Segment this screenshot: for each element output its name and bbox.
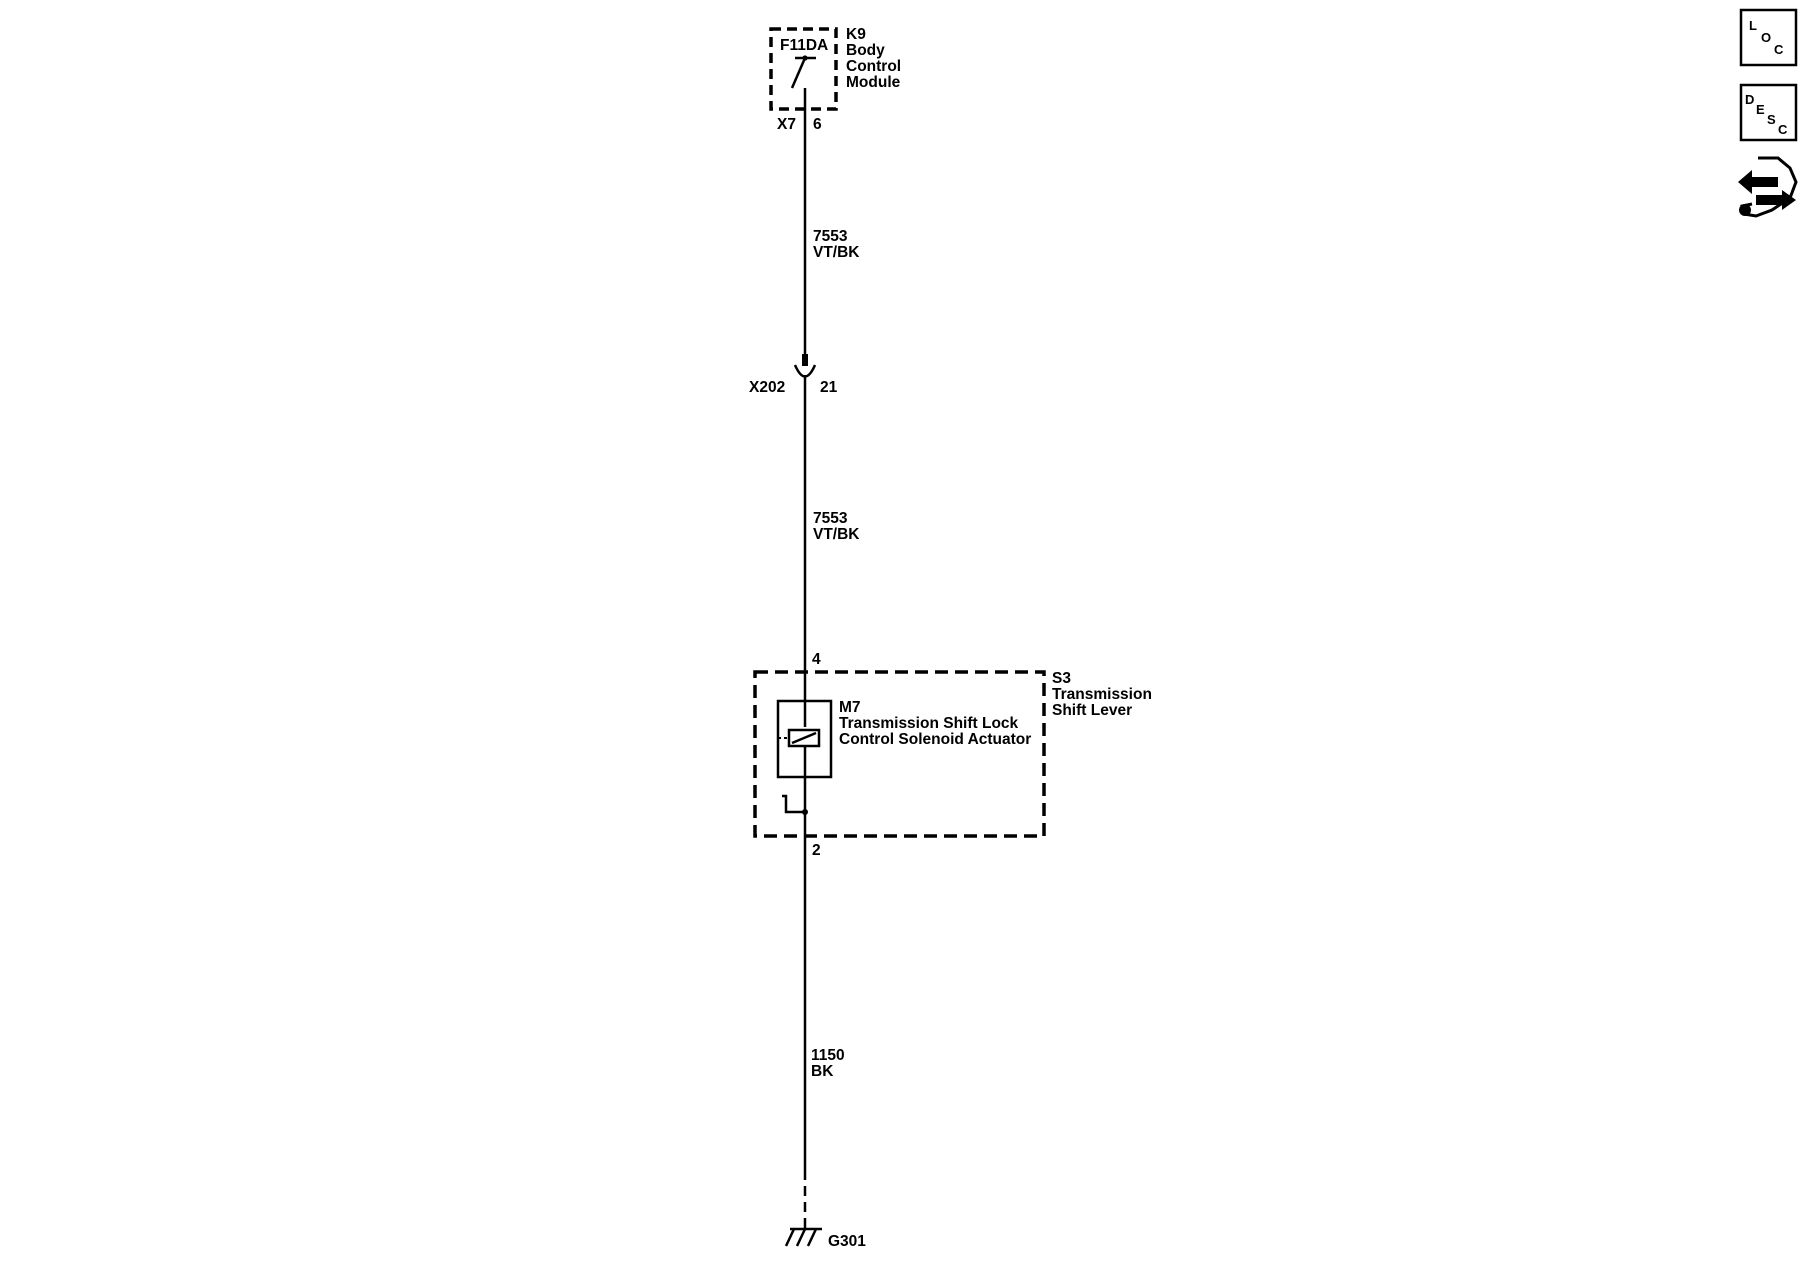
solenoid-coil-slash [791,731,817,745]
location-icon-frame[interactable] [1739,8,1798,67]
switch-node [802,809,808,815]
body-control-module: F11DA K9 Body Control Module X7 6 [769,26,901,133]
inline-connector-pin: 21 [820,379,838,396]
wire-3-circuit: 1150 [811,1047,845,1064]
module-name-line-1: K9 [846,26,866,43]
shift-lever-pin-bottom: 2 [812,842,821,859]
shift-lever-pin-top: 4 [812,651,821,668]
repair-wrench-head[interactable] [1739,204,1751,216]
fuse-label: F11DA [780,37,828,54]
fuse-switch-arm [790,57,807,89]
module-connector-label: X7 [777,116,796,133]
loc-letter-o: O [1761,30,1771,45]
wire-2-circuit: 7553 [813,510,848,527]
desc-letter-e: E [1756,102,1765,117]
solenoid-name-line-2: Transmission Shift Lock [839,715,1019,732]
module-pin-label: 6 [813,116,822,133]
ground-name: G301 [828,1233,866,1250]
transmission-shift-lever: 4 S3 Transmission Shift Lever M7 Transmi… [753,651,1152,859]
inline-connector-name: X202 [749,379,785,396]
ground-symbol-hatch-2 [795,1228,807,1247]
repair-arrows-wrench-icon[interactable] [1738,156,1798,218]
connector-pin-end [802,354,808,366]
loc-letter-c: C [1774,42,1784,57]
description-icon-frame[interactable] [1739,83,1798,142]
module-name-line-3: Control [846,58,901,75]
connector-cup [793,364,817,378]
repair-arrow-left[interactable] [1738,170,1778,194]
shift-lock-solenoid: M7 Transmission Shift Lock Control Solen… [776,699,1031,779]
wire-1-circuit: 7553 [813,228,848,245]
loc-letter-l: L [1749,18,1757,33]
solenoid-name-line-1: M7 [839,699,861,716]
desc-letter-c: C [1778,122,1788,137]
wire-3-color: BK [811,1063,834,1080]
ground-symbol-hatch-1 [784,1228,796,1247]
location-icon[interactable]: L O C [1739,8,1798,67]
shift-lever-dashed-box [753,670,1046,838]
module-dashed-box [769,27,838,111]
shift-lever-name-line-1: S3 [1052,670,1071,687]
inline-connector-x202: X202 21 [749,354,838,396]
wire-2-color: VT/BK [813,526,860,543]
description-icon[interactable]: D E S C [1739,83,1798,142]
ground-g301: G301 [784,1170,866,1250]
switch-arm [782,794,805,814]
shift-lever-name-line-2: Transmission [1052,686,1152,703]
ground-symbol-hatch-3 [806,1228,818,1247]
solenoid-name-line-3: Control Solenoid Actuator [839,731,1031,748]
desc-letter-d: D [1745,92,1754,107]
repair-arrow-right[interactable] [1756,190,1796,210]
desc-letter-s: S [1767,112,1776,127]
internal-switch [782,794,808,815]
wire-1-color: VT/BK [813,244,860,261]
module-name-line-2: Body [846,42,885,59]
module-name-line-4: Module [846,74,901,91]
shift-lever-name-line-3: Shift Lever [1052,702,1132,719]
